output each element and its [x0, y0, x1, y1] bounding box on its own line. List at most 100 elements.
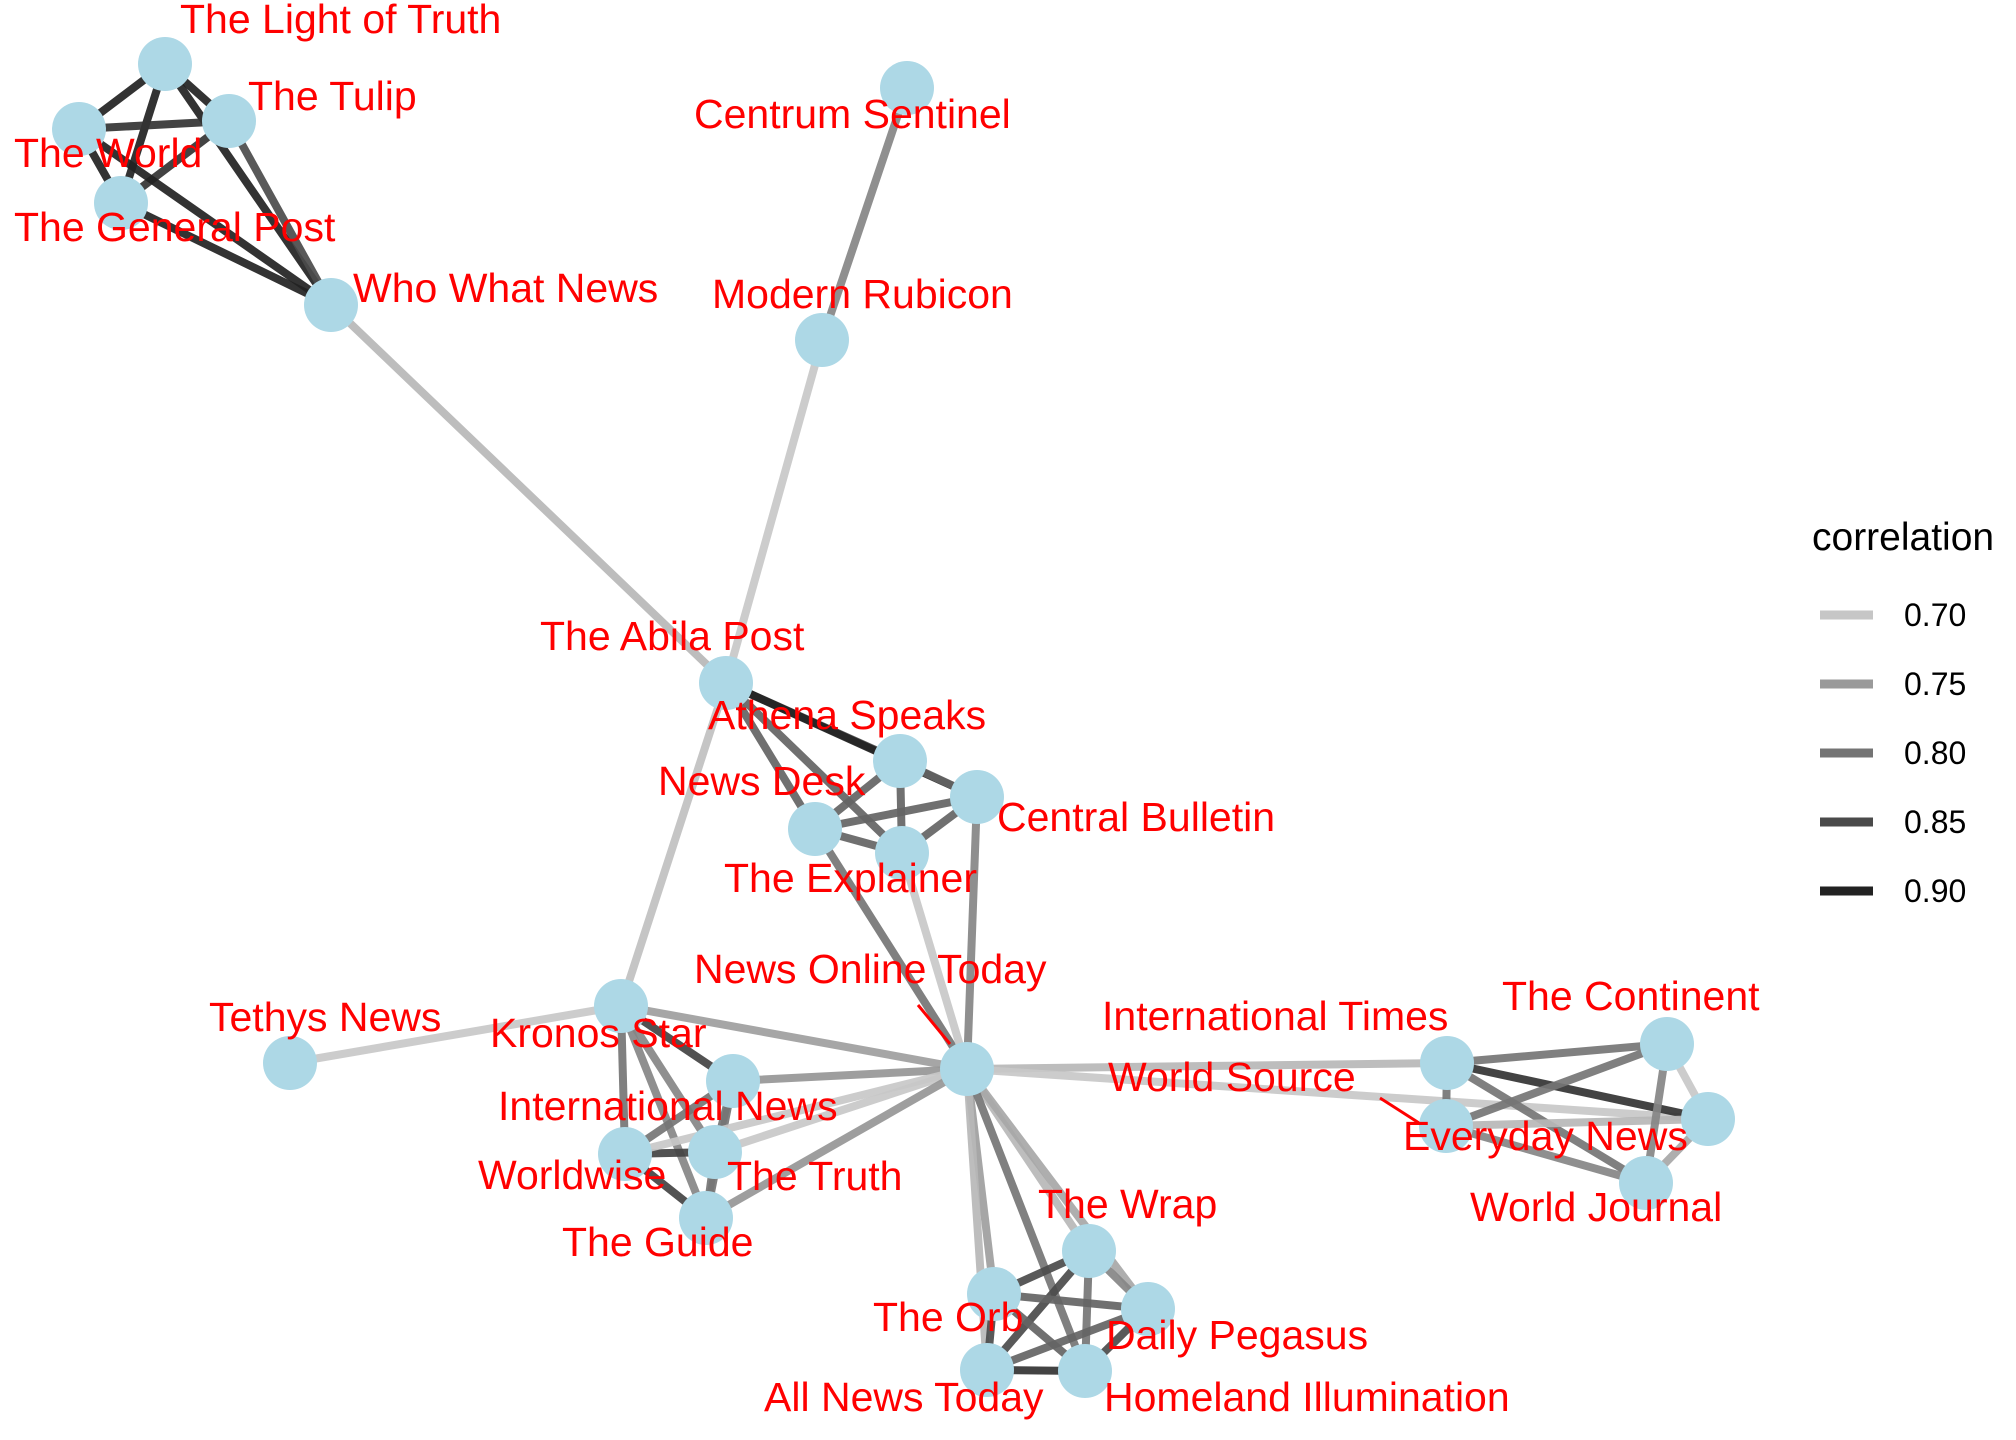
edge-intltimes-continent [1443, 1040, 1671, 1067]
node-label-orb: The Orb [873, 1294, 1023, 1340]
node-central [950, 770, 1004, 824]
edge-online-allnews [963, 1065, 991, 1374]
node-homeland [1058, 1344, 1112, 1398]
edge-world-whowhat [75, 125, 335, 309]
node-everyday [1681, 1092, 1735, 1146]
node-label-everyday: Everyday News [1403, 1113, 1688, 1159]
edge-abila-explainer [722, 679, 906, 857]
node-label-centrum: Centrum Sentinel [694, 91, 1011, 137]
node-centrum [880, 61, 934, 115]
node-guide [679, 1191, 733, 1245]
edge-rubicon-abila [722, 336, 826, 687]
edge-intlnews-online [729, 1065, 971, 1085]
legend-title: correlation [1812, 516, 1994, 559]
nodes-layer [52, 37, 1735, 1398]
legend-label-0.75: 0.75 [1904, 666, 1966, 702]
node-abila [699, 656, 753, 710]
node-newsdesk [788, 802, 842, 856]
node-truth [688, 1125, 742, 1179]
node-label-whowhat: Who What News [353, 265, 658, 311]
edge-tethys-kronos [286, 1002, 625, 1067]
node-allnews [960, 1343, 1014, 1397]
edge-centrum-rubicon [818, 84, 911, 344]
node-intltimes [1420, 1036, 1474, 1090]
node-label-worldjournal: World Journal [1470, 1184, 1722, 1230]
node-label-truth: The Truth [727, 1153, 902, 1199]
edge-whowhat-abila [327, 301, 730, 687]
node-worldsource [1419, 1099, 1473, 1153]
node-label-newsdesk: News Desk [658, 758, 866, 804]
node-online [940, 1042, 994, 1096]
node-pegasus [1121, 1282, 1175, 1336]
node-kronos [594, 979, 648, 1033]
node-label-online: News Online Today [694, 946, 1047, 992]
node-label-intltimes: International Times [1102, 993, 1448, 1039]
edge-kronos-truth [617, 1002, 719, 1156]
node-light [138, 37, 192, 91]
node-worldwise [598, 1127, 652, 1181]
node-worldjournal [1619, 1156, 1673, 1210]
node-label-rubicon: Modern Rubicon [712, 271, 1013, 317]
node-wrap [1062, 1224, 1116, 1278]
edge-newsdesk-central [811, 793, 981, 833]
node-label-worldsource: World Source [1108, 1054, 1356, 1100]
node-label-guide: The Guide [562, 1219, 753, 1265]
legend-label-0.90: 0.90 [1904, 873, 1966, 909]
node-orb [967, 1267, 1021, 1321]
edge-pegasus-allnews [983, 1305, 1152, 1374]
node-label-world: The World [14, 130, 202, 176]
edge-online-homeland [963, 1065, 1089, 1375]
edge-explainer-online [898, 849, 971, 1073]
edge-online-pegasus [963, 1065, 1152, 1313]
legend-label-0.80: 0.80 [1904, 735, 1966, 771]
legend-entries: 0.70 0.75 0.80 0.85 0.90 [1820, 597, 1966, 909]
node-label-explainer: The Explainer [724, 855, 977, 901]
node-tethys [263, 1036, 317, 1090]
node-label-abila: The Abila Post [540, 613, 805, 659]
node-label-allnews: All News Today [764, 1374, 1044, 1420]
node-label-worldwise: Worldwise [478, 1152, 666, 1198]
node-label-central: Central Bulletin [997, 794, 1275, 840]
legend-label-0.70: 0.70 [1904, 597, 1966, 633]
edge-worldsource-worldjournal [1442, 1122, 1650, 1187]
node-continent [1640, 1017, 1694, 1071]
node-explainer [875, 826, 929, 880]
legend-label-0.85: 0.85 [1904, 804, 1966, 840]
node-label-pegasus: Daily Pegasus [1106, 1312, 1368, 1358]
edge-genpost-whowhat [117, 199, 335, 309]
node-label-kronos: Kronos Star [490, 1010, 707, 1056]
node-label-intlnews: International News [498, 1083, 838, 1129]
edge-central-online [963, 793, 981, 1073]
edge-newsdesk-online [811, 825, 971, 1073]
edge-light-whowhat [161, 60, 335, 309]
node-label-tulip: The Tulip [248, 73, 417, 119]
edge-online-intltimes [963, 1059, 1451, 1073]
legend: correlation 0.70 0.75 0.80 0.85 0.90 [1812, 516, 1994, 909]
edge-worldwise-online [621, 1065, 971, 1158]
edge-kronos-guide [617, 1002, 710, 1222]
node-world [52, 102, 106, 156]
node-rubicon [795, 313, 849, 367]
edge-tulip-whowhat [225, 117, 335, 309]
edge-online-everyday [963, 1065, 1712, 1123]
node-label-light: The Light of Truth [180, 0, 501, 42]
node-label-wrap: The Wrap [1038, 1181, 1217, 1227]
edge-abila-newsdesk [722, 679, 819, 833]
node-label-tethys: Tethys News [209, 994, 441, 1040]
node-intlnews [706, 1054, 760, 1108]
node-whowhat [304, 278, 358, 332]
node-tulip [202, 94, 256, 148]
node-label-genpost: The General Post [14, 204, 336, 250]
edge-kronos-online [617, 1002, 971, 1073]
node-athena [873, 734, 927, 788]
edge-guide-online [702, 1065, 971, 1222]
label-leader-online [916, 1004, 952, 1045]
edge-everyday-worldsource [1442, 1115, 1712, 1130]
edge-abila-kronos [617, 679, 730, 1010]
node-label-athena: Athena Speaks [708, 692, 986, 738]
edge-continent-worldsource [1442, 1040, 1671, 1130]
node-label-homeland: Homeland Illumination [1104, 1374, 1510, 1420]
node-label-continent: The Continent [1502, 973, 1760, 1019]
